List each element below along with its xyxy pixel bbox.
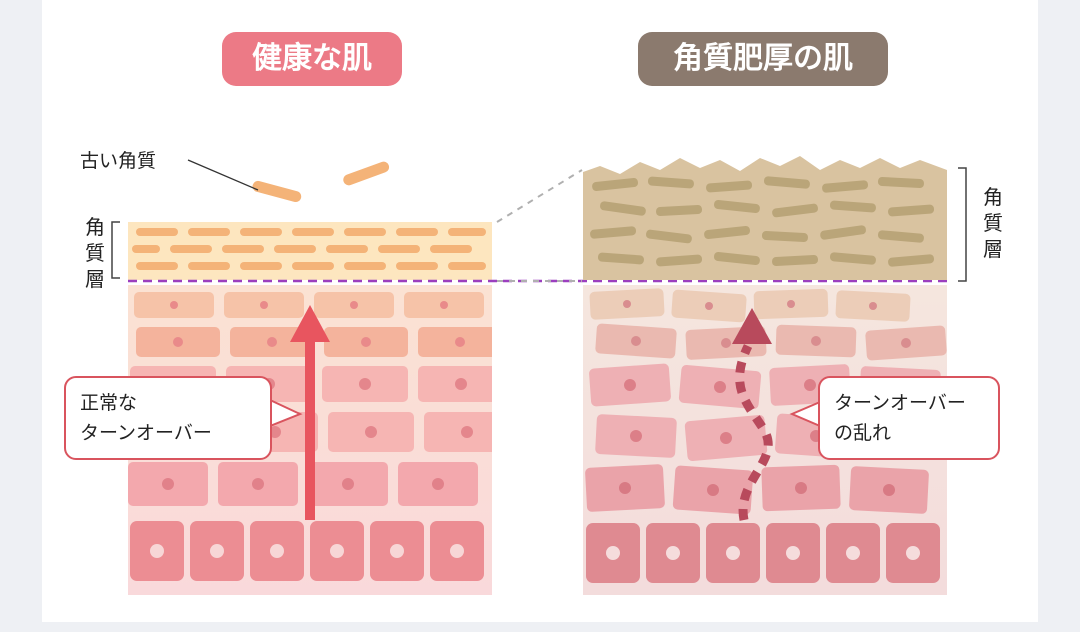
label-char: 層 (85, 267, 105, 291)
thickened-skin-panel (583, 156, 947, 595)
normal-turnover-arrow (290, 305, 330, 520)
disrupted-turnover-arrow (732, 308, 773, 521)
healthy-skin-title: 健康な肌 (222, 32, 402, 86)
label-char: 質 (983, 211, 1003, 235)
bracket-left (111, 221, 120, 279)
label-char: 角 (983, 185, 1003, 209)
thickened-skin-title: 角質肥厚の肌 (638, 32, 888, 86)
healthy-skin-panel (128, 159, 492, 595)
callout-line: ターンオーバー (834, 392, 966, 414)
disrupted-turnover-callout: ターンオーバー の乱れ (818, 376, 1000, 460)
bracket-right (958, 167, 967, 282)
guide-line-top (496, 169, 583, 223)
label-char: 質 (85, 241, 105, 265)
callout-line: 正常な (80, 392, 138, 414)
old-keratin-flakes (252, 161, 390, 203)
healthy-cell-rows (128, 292, 492, 581)
leader-line (187, 159, 259, 191)
healthy-keratin-cells (132, 228, 486, 270)
stratum-corneum-label-left: 角 質 層 (84, 214, 106, 292)
thick-keratin-cells (590, 176, 935, 267)
callout-line: ターンオーバー (80, 422, 212, 444)
old-keratin-label: 古い角質 (80, 150, 157, 172)
label-char: 層 (983, 237, 1003, 261)
label-char: 角 (85, 215, 105, 239)
stratum-corneum-label-right: 角 質 層 (982, 184, 1004, 262)
normal-turnover-callout: 正常な ターンオーバー (64, 376, 272, 460)
callout-line: の乱れ (834, 422, 892, 444)
